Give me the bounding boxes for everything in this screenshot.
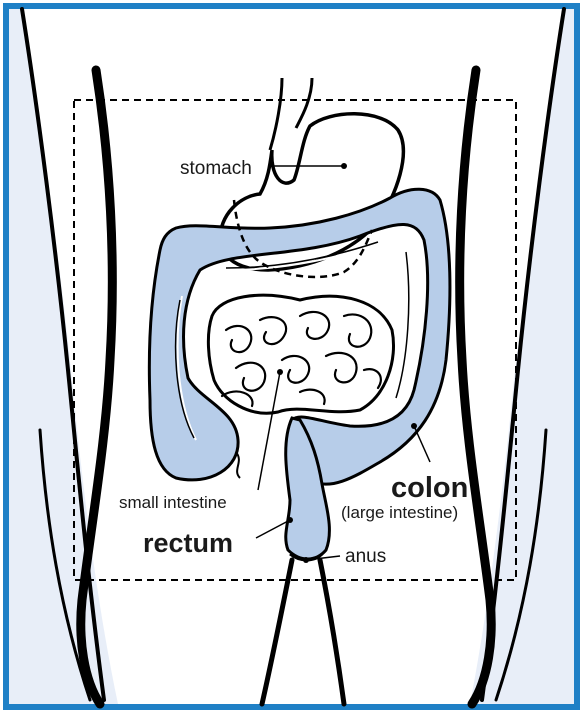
stomach-label: stomach — [180, 158, 252, 179]
anus-label: anus — [345, 546, 386, 567]
large-intestine-label: (large intestine) — [341, 503, 458, 522]
small-intestine-label: small intestine — [119, 493, 227, 512]
rectum-label: rectum — [143, 528, 233, 558]
small-intestine-coils — [208, 295, 393, 413]
small-intestine-shape — [208, 295, 393, 413]
colon-label: colon — [391, 472, 468, 504]
